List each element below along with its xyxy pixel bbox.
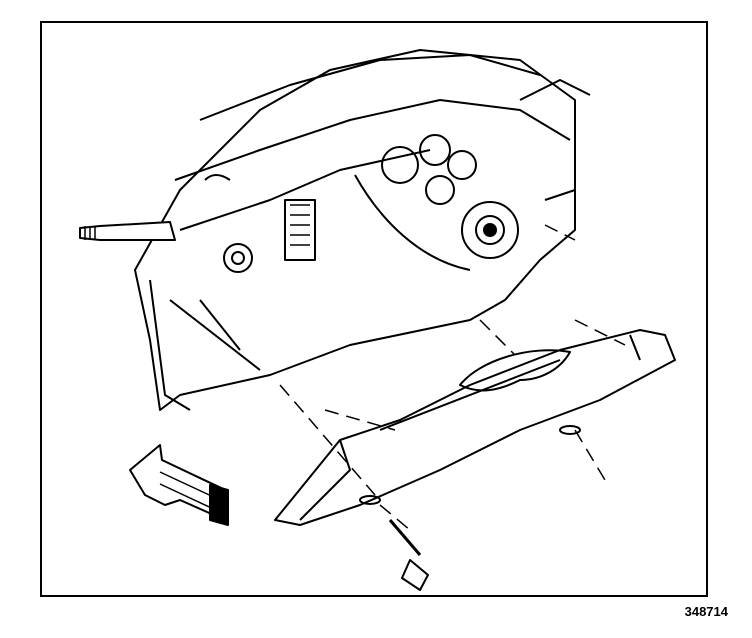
direction-arrow-icon (129, 444, 229, 526)
illustration-frame (40, 21, 708, 597)
figure-id-label: 348714 (684, 604, 728, 619)
screw-drawing (388, 519, 429, 591)
alignment-lines (279, 224, 626, 531)
knee-bolster-panel-drawing (274, 329, 676, 526)
instrument-panel-drawing (79, 49, 591, 411)
